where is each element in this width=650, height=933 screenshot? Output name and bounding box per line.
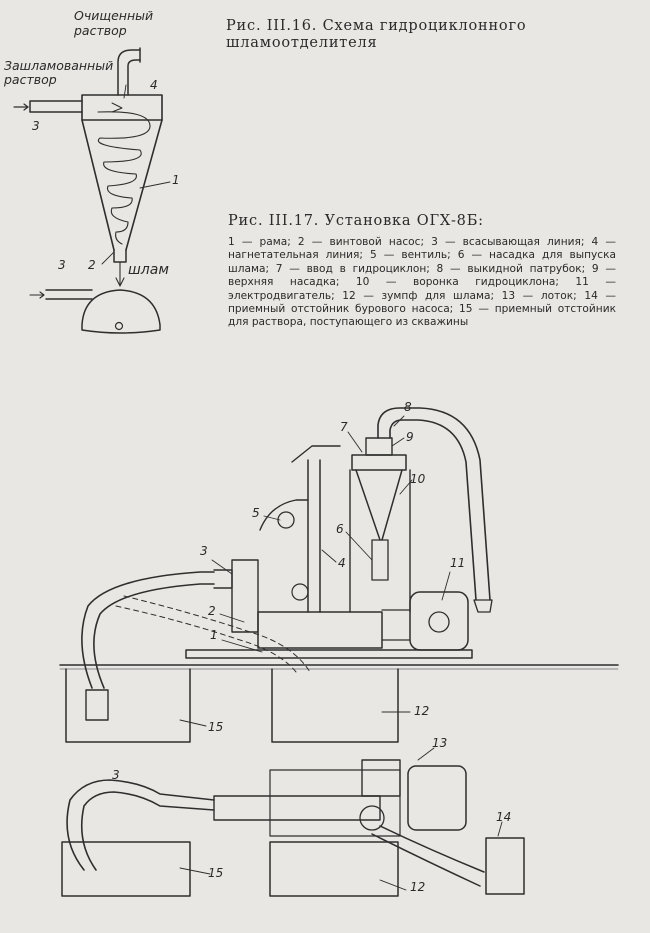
fig17-plan-number-3: 3 [112, 768, 120, 782]
fig17-number-1: 1 [210, 628, 218, 642]
fig17-plan-number-14: 14 [496, 810, 512, 824]
fig17-number-3: 3 [200, 544, 208, 558]
fig17-plan-number-12: 12 [410, 880, 426, 894]
fig17-number-11: 11 [450, 556, 466, 570]
figure-17-caption: Рис. III.17. Установка ОГХ-8Б: [228, 213, 484, 229]
fig17-number-4: 4 [338, 556, 346, 570]
fig17-number-15: 15 [208, 720, 224, 734]
fig16-number-1: 1 [172, 173, 180, 187]
fig17-number-2: 2 [208, 604, 216, 618]
fig17-plan-number-15: 15 [208, 866, 224, 880]
figure-17-legend: 1 — рама; 2 — винтовой насос; 3 — всасыв… [228, 236, 616, 329]
fig16-number-2: 2 [88, 258, 96, 272]
fig17-number-12: 12 [414, 704, 430, 718]
figure-16-caption: Рис. III.16. Схема гидроциклонного шламо… [226, 18, 527, 51]
fig16-number-4: 4 [150, 78, 158, 92]
fig16-number-3-top: 3 [32, 119, 40, 133]
fig17-number-9: 9 [406, 430, 414, 444]
fig17-plan-number-13: 13 [432, 736, 448, 750]
fig17-number-6: 6 [336, 522, 344, 536]
fig17-number-5: 5 [252, 506, 260, 520]
fig17-number-8: 8 [404, 400, 412, 414]
fig17-number-7: 7 [340, 420, 348, 434]
clean-solution-label: Очищенный раствор [74, 8, 154, 38]
fig16-number-3-bottom: 3 [58, 258, 66, 272]
sludge-label: шлам [128, 262, 169, 278]
slurried-solution-label: Зашламованный раствор [4, 58, 114, 87]
fig17-number-10: 10 [410, 472, 426, 486]
